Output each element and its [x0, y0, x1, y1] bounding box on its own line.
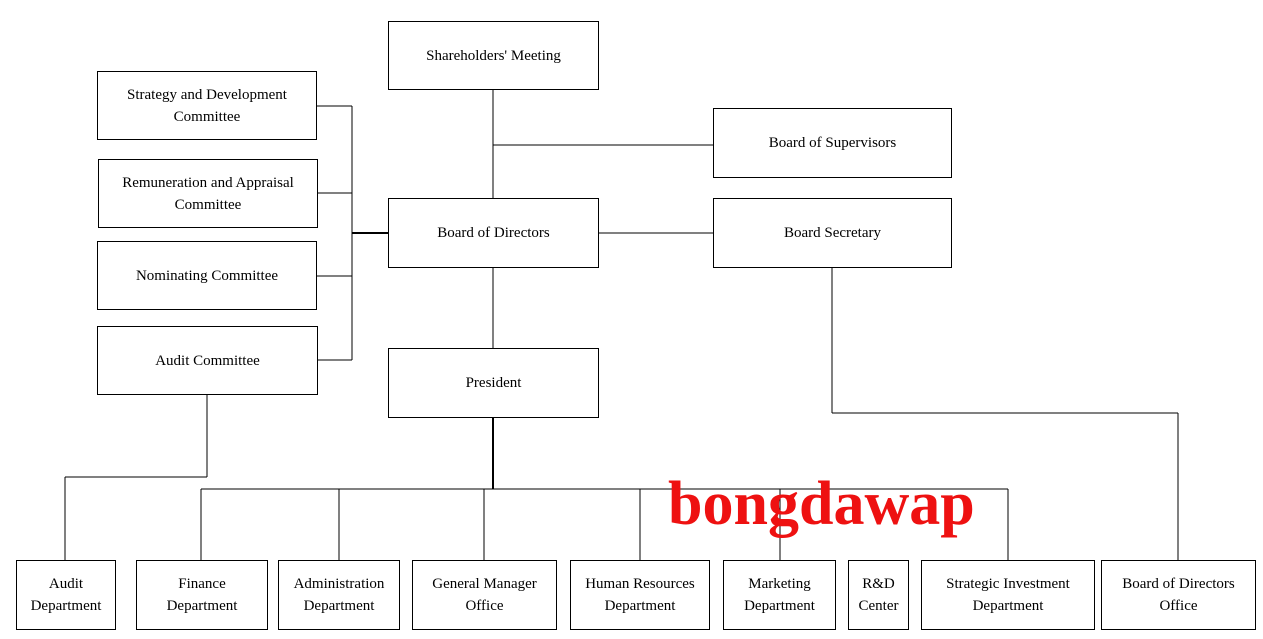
- node-board-secretary: Board Secretary: [713, 198, 952, 268]
- node-general-manager-office: General Manager Office: [412, 560, 557, 630]
- node-president: President: [388, 348, 599, 418]
- node-shareholders-meeting: Shareholders' Meeting: [388, 21, 599, 90]
- node-board-of-directors-office: Board of Directors Office: [1101, 560, 1256, 630]
- node-nominating-committee: Nominating Committee: [97, 241, 317, 310]
- node-human-resources-department: Human Resources Department: [570, 560, 710, 630]
- node-rd-center: R&D Center: [848, 560, 909, 630]
- node-remuneration-committee: Remuneration and Appraisal Committee: [98, 159, 318, 228]
- node-strategic-investment-department: Strategic Investment Department: [921, 560, 1095, 630]
- node-administration-department: Administration Department: [278, 560, 400, 630]
- node-marketing-department: Marketing Department: [723, 560, 836, 630]
- node-board-of-directors: Board of Directors: [388, 198, 599, 268]
- node-board-of-supervisors: Board of Supervisors: [713, 108, 952, 178]
- node-audit-committee: Audit Committee: [97, 326, 318, 395]
- node-audit-department: Audit Department: [16, 560, 116, 630]
- node-finance-department: Finance Department: [136, 560, 268, 630]
- node-strategy-committee: Strategy and Development Committee: [97, 71, 317, 140]
- watermark-text: bongdawap: [668, 470, 975, 538]
